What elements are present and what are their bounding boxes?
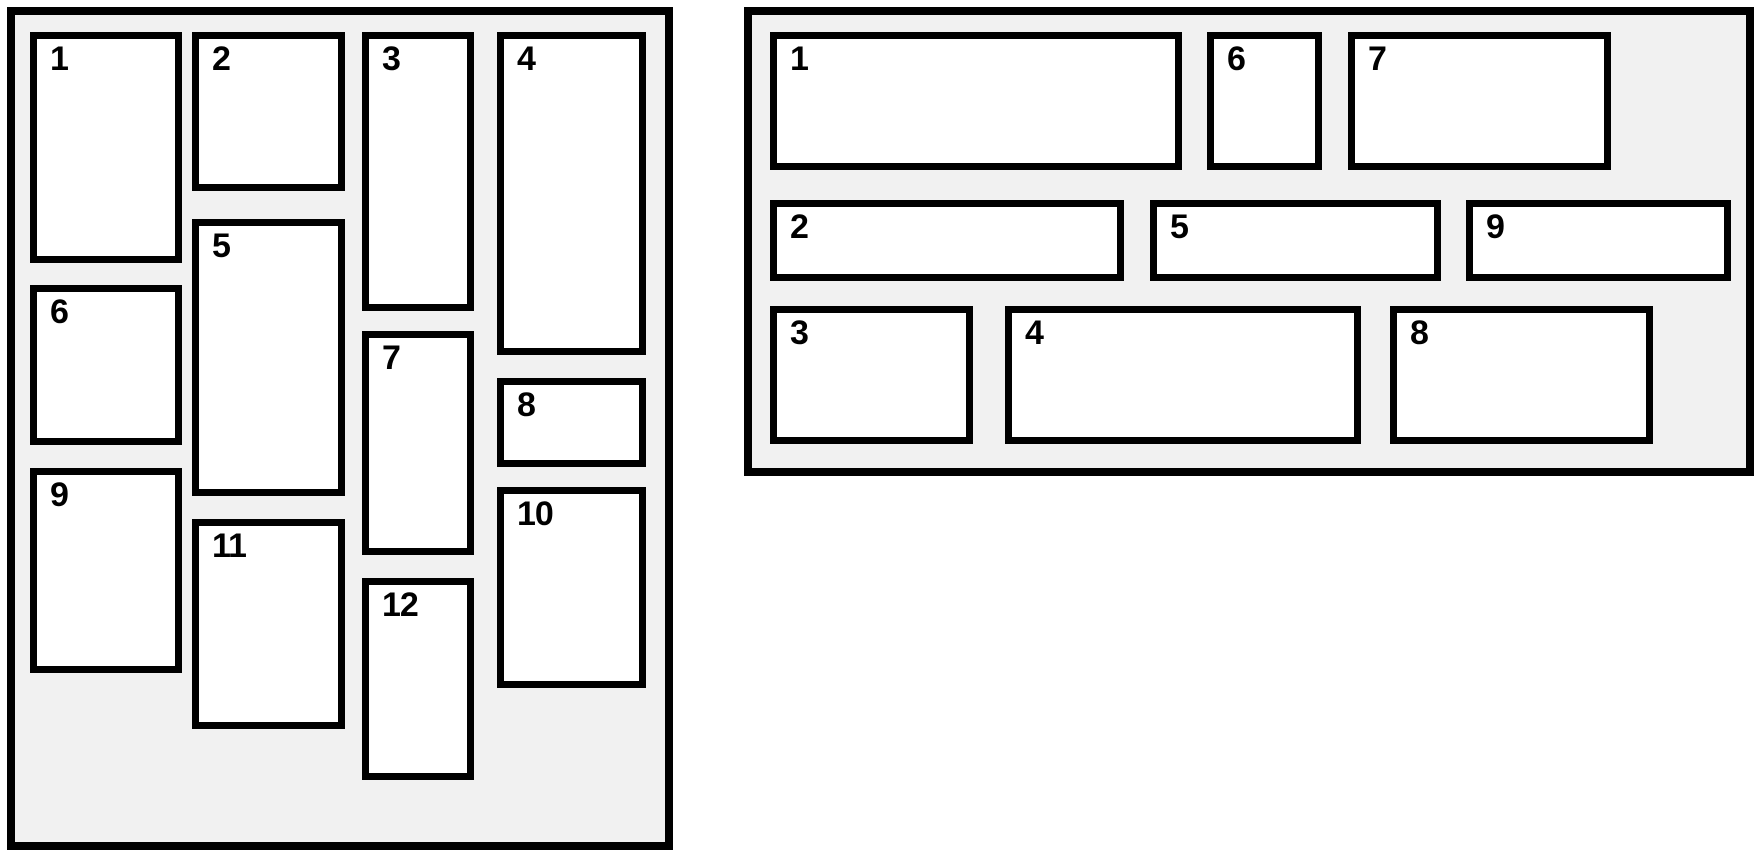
item-number: 5 (1170, 208, 1189, 246)
masonry-item-9: 9 (1466, 200, 1731, 281)
masonry-item-3: 3 (770, 306, 973, 444)
item-number: 3 (382, 40, 401, 78)
item-number: 9 (1486, 208, 1505, 246)
item-number: 7 (382, 339, 401, 377)
item-number: 6 (50, 293, 69, 331)
item-number: 3 (790, 314, 809, 352)
masonry-item-1: 1 (770, 32, 1182, 170)
item-number: 8 (1410, 314, 1429, 352)
masonry-item-5: 5 (1150, 200, 1441, 281)
item-number: 11 (212, 527, 247, 565)
masonry-item-6: 6 (1207, 32, 1322, 170)
item-number: 8 (517, 386, 536, 424)
item-number: 1 (50, 40, 69, 78)
horizontal-masonry-panel: 1 2 3 4 5 6 7 8 9 (744, 7, 1754, 476)
masonry-item-6: 6 (30, 285, 182, 445)
masonry-item-11: 11 (192, 519, 345, 729)
masonry-item-2: 2 (770, 200, 1124, 281)
masonry-item-5: 5 (192, 219, 345, 496)
item-number: 9 (50, 476, 69, 514)
item-number: 10 (517, 495, 554, 533)
masonry-item-7: 7 (362, 331, 474, 555)
item-number: 7 (1368, 40, 1387, 78)
item-number: 4 (1025, 314, 1044, 352)
item-number: 6 (1227, 40, 1246, 78)
masonry-item-8: 8 (1390, 306, 1653, 444)
item-number: 5 (212, 227, 231, 265)
masonry-item-10: 10 (497, 487, 646, 688)
item-number: 1 (790, 40, 809, 78)
masonry-item-4: 4 (497, 32, 646, 355)
masonry-item-1: 1 (30, 32, 182, 263)
masonry-item-9: 9 (30, 468, 182, 673)
masonry-item-4: 4 (1005, 306, 1361, 444)
masonry-item-8: 8 (497, 378, 646, 467)
masonry-item-3: 3 (362, 32, 474, 311)
item-number: 2 (790, 208, 809, 246)
masonry-item-7: 7 (1348, 32, 1611, 170)
masonry-item-12: 12 (362, 578, 474, 780)
item-number: 2 (212, 40, 231, 78)
item-number: 4 (517, 40, 536, 78)
masonry-item-2: 2 (192, 32, 345, 191)
item-number: 12 (382, 586, 419, 624)
